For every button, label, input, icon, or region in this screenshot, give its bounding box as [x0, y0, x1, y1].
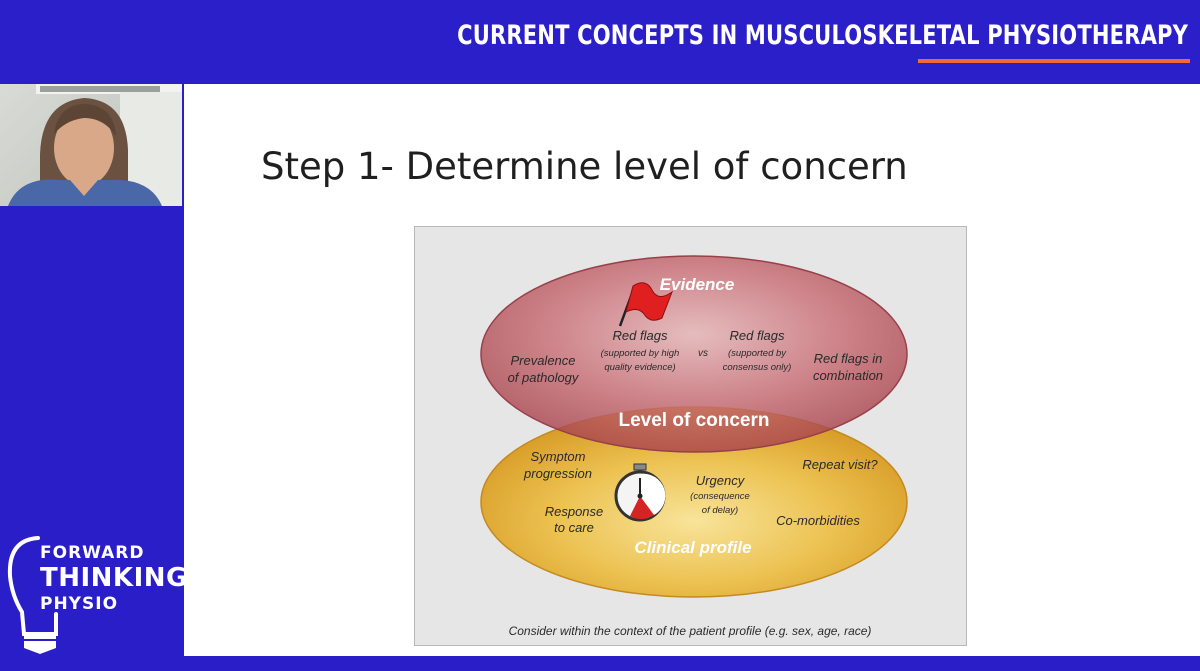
combination-label-2: combination [813, 368, 883, 383]
slide-title: Step 1- Determine level of concern [261, 145, 908, 188]
red-flags-high-sub2: quality evidence) [604, 362, 675, 373]
logo-line-physio: PHYSIO [40, 594, 119, 614]
urgency-label: Urgency [696, 473, 746, 488]
combination-label-1: Red flags in [814, 351, 883, 366]
logo-line-thinking: THINKING [40, 563, 188, 593]
logo-line-forward: FORWARD [40, 543, 145, 563]
red-flags-consensus-label: Red flags [730, 328, 785, 343]
bottom-strip [184, 656, 1200, 671]
symptom-label-1: Symptom [531, 449, 586, 464]
presenter-webcam-video [0, 84, 182, 206]
level-of-concern-label: Level of concern [619, 410, 770, 431]
evidence-title: Evidence [660, 275, 735, 294]
stopwatch-icon [614, 463, 666, 522]
header-bar [0, 0, 1200, 82]
level-of-concern-diagram: Evidence Red flags (supported by high qu… [480, 255, 908, 638]
header-accent-underline [918, 59, 1190, 63]
clinical-profile-title: Clinical profile [634, 538, 751, 557]
red-flags-high-sub1: (supported by high [601, 348, 680, 359]
red-flags-high-label: Red flags [613, 328, 668, 343]
response-label-2: to care [554, 520, 594, 535]
prevalence-label-1: Prevalence [510, 353, 575, 368]
urgency-sub2: of delay) [702, 505, 738, 516]
presenter-silhouette [8, 84, 182, 206]
footer-note: Consider within the context of the patie… [509, 624, 872, 638]
lightbulb-logo-icon [7, 536, 58, 654]
response-label-1: Response [545, 504, 604, 519]
vs-label: vs [698, 348, 708, 359]
repeat-visit-label: Repeat visit? [802, 457, 878, 472]
red-flags-consensus-sub1: (supported by [728, 348, 787, 359]
header-title: CURRENT CONCEPTS IN MUSCULOSKELETAL PHYS… [457, 20, 1188, 51]
evidence-ellipse [480, 255, 908, 453]
red-flag-icon [618, 282, 674, 327]
comorbidities-label: Co-morbidities [776, 513, 860, 528]
red-flags-consensus-sub2: consensus only) [723, 362, 792, 373]
urgency-sub1: (consequence [690, 491, 750, 502]
prevalence-label-2: of pathology [508, 370, 580, 385]
symptom-label-2: progression [523, 466, 592, 481]
